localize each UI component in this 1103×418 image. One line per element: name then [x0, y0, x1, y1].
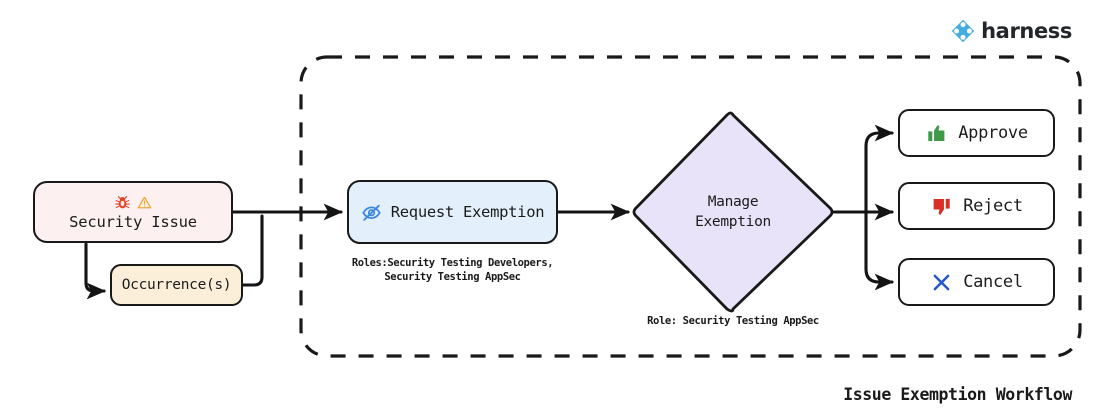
bug-icon [114, 196, 130, 209]
warning-triangle-icon [137, 196, 151, 209]
exemption-boundary [299, 55, 1082, 358]
manage-exemption-label-line2: Exemption [695, 214, 771, 230]
node-request-exemption[interactable]: Request Exemption [347, 180, 558, 244]
caption-role-line1: Role: Security Testing AppSec [647, 315, 819, 327]
page-title: Issue Exemption Workflow [843, 385, 1072, 404]
edge-occurrences-to-trunk [241, 214, 264, 287]
thumbs-down-icon [930, 195, 952, 217]
caption-role-manage-exemption: Role: Security Testing AppSec [613, 315, 853, 327]
node-reject[interactable]: Reject [898, 182, 1055, 230]
caption-roles-line2: Security Testing AppSec [384, 271, 521, 283]
security-issue-label: Security Issue [69, 212, 197, 231]
harness-wordmark: harness [981, 19, 1072, 43]
reject-label: Reject [963, 196, 1023, 216]
edge-manage-exemption-to-cancel [864, 210, 894, 291]
harness-diamond-icon [951, 19, 975, 43]
harness-logo: harness [951, 19, 1072, 43]
cancel-label: Cancel [963, 272, 1023, 292]
manage-exemption-label-line1: Manage [707, 194, 759, 210]
edge-manage-exemption-to-approve [864, 124, 894, 214]
thumbs-up-icon [925, 122, 947, 144]
node-cancel[interactable]: Cancel [898, 258, 1055, 306]
occurrences-label: Occurrence(s) [121, 277, 232, 293]
security-issue-icons [114, 194, 152, 212]
manage-exemption-diamond[interactable] [632, 111, 834, 313]
node-approve[interactable]: Approve [898, 109, 1055, 157]
node-occurrences[interactable]: Occurrence(s) [110, 264, 243, 306]
manage-exemption-label-group: Manage Exemption [634, 113, 832, 311]
edge-security-issue-to-occurrences [84, 242, 106, 300]
node-security-issue[interactable]: Security Issue [33, 181, 233, 243]
approve-label: Approve [958, 123, 1028, 143]
request-exemption-label: Request Exemption [390, 203, 545, 221]
eye-off-icon [362, 204, 381, 221]
caption-roles-request-exemption: Roles:Security Testing Developers, Secur… [347, 256, 558, 284]
caption-roles-line1: Roles:Security Testing Developers, [351, 257, 554, 269]
x-mark-icon [930, 271, 952, 293]
node-manage-exemption[interactable]: Manage Exemption [634, 113, 832, 311]
